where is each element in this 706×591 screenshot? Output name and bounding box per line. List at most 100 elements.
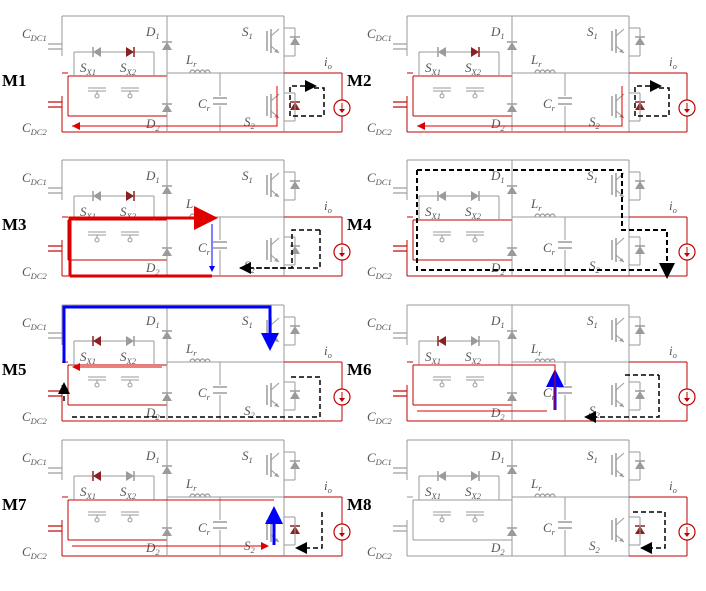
sx1-diode-6 (437, 336, 446, 346)
sx1-label-6: SX1 (425, 349, 441, 366)
sx2-switch-4 (466, 231, 484, 243)
s1-igbt-6 (611, 317, 625, 343)
lr-inductor-4 (534, 213, 556, 218)
lr-label-1: Lr (185, 52, 197, 69)
d2-label-4: D2 (490, 260, 505, 277)
s2-label-6: S2 (589, 403, 601, 420)
sx2-label-2: SX2 (465, 60, 482, 77)
cr-label-1: Cr (198, 96, 211, 113)
sx1-label-7: SX1 (80, 484, 96, 501)
d1-diode-5 (162, 330, 172, 339)
sx1-switch-5 (88, 376, 106, 388)
sx2-diode-5 (126, 336, 135, 346)
d1-label-1: D1 (145, 24, 160, 41)
mode-label-8: M8 (347, 495, 372, 514)
d2-diode-1 (162, 103, 172, 112)
load-current-source-3 (333, 243, 351, 261)
sx2-label-5: SX2 (120, 349, 137, 366)
sx1-switch-8 (433, 511, 451, 523)
d2-diode-2 (507, 103, 517, 112)
io-label-6: io (669, 343, 677, 360)
d2-label-6: D2 (490, 405, 505, 422)
mode-label-4: M4 (347, 215, 372, 234)
cdc2-label-3: CDC2 (22, 264, 47, 281)
cdc1-label-4: CDC1 (367, 170, 392, 187)
s1-label-3: S1 (242, 168, 253, 185)
lr-label-5: Lr (185, 341, 197, 358)
d2-diode-5 (162, 392, 172, 401)
sx1-label-2: SX1 (425, 60, 441, 77)
s1-label-2: S1 (587, 24, 598, 41)
sx1-diode-4 (437, 191, 446, 201)
s2-label-3: S2 (244, 258, 256, 275)
cr-capacitor-3 (213, 241, 227, 249)
cdc2-label-4: CDC2 (367, 264, 392, 281)
load-current-source-7 (333, 523, 351, 541)
sx1-diode-8 (437, 471, 446, 481)
sx1-diode-2 (437, 47, 446, 57)
d2-label-5: D2 (145, 405, 160, 422)
d1-label-7: D1 (145, 448, 160, 465)
cdc2-label-6: CDC2 (367, 409, 392, 426)
cdc2-label-1: CDC2 (22, 120, 47, 137)
s1-label-1: S1 (242, 24, 253, 41)
cr-label-3: Cr (198, 240, 211, 257)
io-label-3: io (324, 198, 332, 215)
sx2-diode-8 (471, 471, 480, 481)
d1-diode-1 (162, 41, 172, 50)
cr-capacitor-1 (213, 97, 227, 105)
lr-inductor-5 (189, 358, 211, 363)
io-label-5: io (324, 343, 332, 360)
cdc1-label-3: CDC1 (22, 170, 47, 187)
io-label-8: io (669, 478, 677, 495)
s2-igbt-5 (266, 382, 280, 408)
mode-label-3: M3 (2, 215, 27, 234)
cdc2-label-8: CDC2 (367, 544, 392, 561)
sx2-diode-4 (471, 191, 480, 201)
sx1-label-3: SX1 (80, 204, 96, 221)
s2-igbt-6 (611, 382, 625, 408)
sx1-switch-6 (433, 376, 451, 388)
s2-label-5: S2 (244, 403, 256, 420)
sx2-switch-7 (121, 511, 139, 523)
cdc2-label-7: CDC2 (22, 544, 47, 561)
load-current-source-6 (678, 388, 696, 406)
sx2-label-6: SX2 (465, 349, 482, 366)
mode-label-2: M2 (347, 71, 372, 90)
s2-igbt-3 (266, 237, 280, 263)
sx2-label-3: SX2 (120, 204, 137, 221)
d1-label-6: D1 (490, 313, 505, 330)
d2-diode-3 (162, 247, 172, 256)
lr-label-4: Lr (530, 196, 542, 213)
sx2-label-8: SX2 (465, 484, 482, 501)
s2-igbt-8 (611, 517, 625, 543)
cr-capacitor-6 (558, 386, 572, 394)
sx2-switch-8 (466, 511, 484, 523)
load-current-source-8 (678, 523, 696, 541)
sx1-diode-5 (92, 336, 101, 346)
d2-diode-8 (507, 527, 517, 536)
s2-igbt-4 (611, 237, 625, 263)
cr-capacitor-5 (213, 386, 227, 394)
mode-label-5: M5 (2, 360, 27, 379)
s1-igbt-8 (611, 452, 625, 478)
load-current-source-4 (678, 243, 696, 261)
lr-inductor-1 (189, 69, 211, 74)
d1-diode-4 (507, 185, 517, 194)
d2-label-3: D2 (145, 260, 160, 277)
lr-label-3: Lr (185, 196, 197, 213)
sx1-switch-3 (88, 231, 106, 243)
cdc1-label-6: CDC1 (367, 315, 392, 332)
d1-diode-3 (162, 185, 172, 194)
sx1-switch-1 (88, 87, 106, 99)
load-current-source-1 (333, 99, 351, 117)
d1-label-5: D1 (145, 313, 160, 330)
